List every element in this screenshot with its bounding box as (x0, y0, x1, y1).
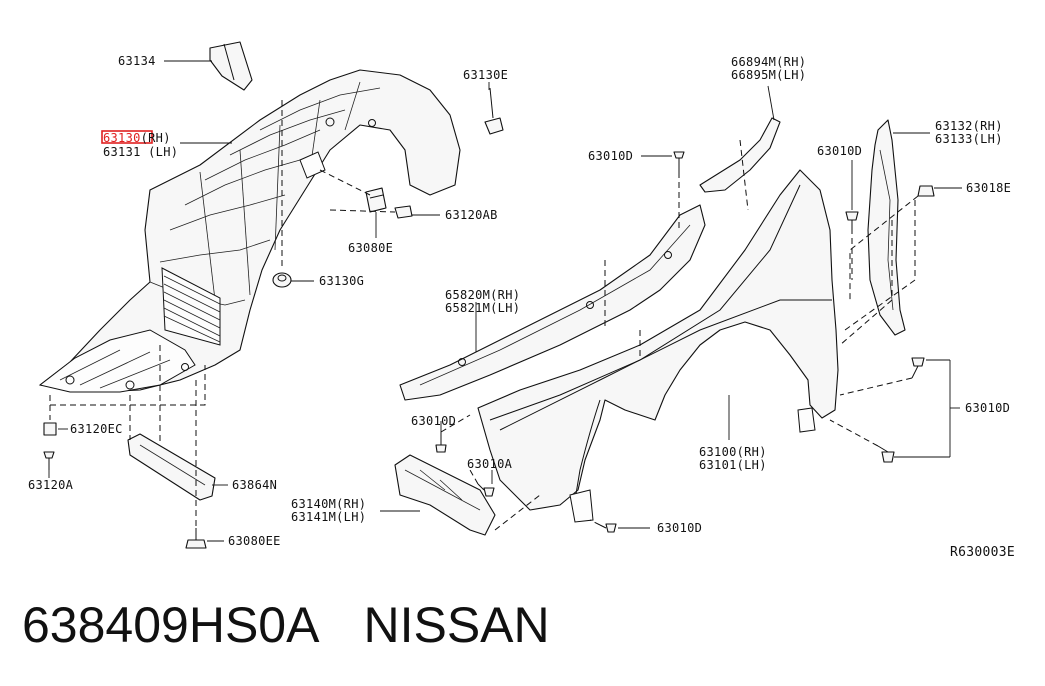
label-66895m[interactable]: 66895M(LH) (731, 68, 806, 82)
label-63130g[interactable]: 63130G (319, 274, 364, 288)
label-63080ee[interactable]: 63080EE (228, 534, 281, 548)
label-63120ab[interactable]: 63120AB (445, 208, 498, 222)
bolt-63010a-part[interactable] (477, 483, 495, 497)
label-63130-number: 63130 (103, 131, 141, 145)
label-63132[interactable]: 63132(RH) (935, 119, 1003, 133)
nut-63130g-part[interactable] (272, 272, 292, 288)
label-63010d-right-top[interactable]: 63010D (817, 144, 862, 158)
label-63010d-top[interactable]: 63010D (588, 149, 633, 163)
label-63133[interactable]: 63133(LH) (935, 132, 1003, 146)
label-63010d-right[interactable]: 63010D (965, 401, 1010, 415)
fender-protector-part[interactable] (38, 69, 461, 393)
label-63101[interactable]: 63101(LH) (699, 458, 767, 472)
label-63010a[interactable]: 63010A (467, 457, 513, 471)
label-63080e[interactable]: 63080E (348, 241, 393, 255)
part-labels: 63134 63130(RH) 63131 (LH) 63130E 63120A… (28, 54, 1015, 560)
front-fender-part[interactable] (477, 169, 839, 523)
label-63134[interactable]: 63134 (118, 54, 156, 68)
label-65820m[interactable]: 65820M(RH) (445, 288, 520, 302)
diagram-reference-code: R630003E (950, 545, 1015, 560)
clip-63120ab-part[interactable] (394, 205, 413, 219)
label-66894m[interactable]: 66894M(RH) (731, 55, 806, 69)
clip-63080e-part[interactable] (365, 187, 387, 213)
protector-guide-lines (49, 100, 396, 528)
bracket-65820m-part[interactable] (399, 204, 706, 401)
bolt-63010d-part[interactable] (435, 151, 925, 533)
label-63018e[interactable]: 63018E (966, 181, 1011, 195)
label-63141m[interactable]: 63141M(LH) (291, 510, 366, 524)
label-65821m[interactable]: 65821M(LH) (445, 301, 520, 315)
clip-63120a-part[interactable] (43, 451, 55, 470)
label-63010d-bottom[interactable]: 63010D (657, 521, 702, 535)
bracket-63140m-part[interactable] (394, 454, 496, 536)
highlight-box (101, 130, 153, 144)
label-63131-lh[interactable]: 63131 (LH) (103, 145, 178, 159)
seal-63864n-part[interactable] (127, 433, 216, 501)
clip-63130e-part[interactable] (484, 87, 504, 135)
label-63140m[interactable]: 63140M(RH) (291, 497, 366, 511)
fender-guide-lines (440, 139, 919, 531)
part-number: 638409HS0A (22, 597, 320, 653)
clip-63018e-part[interactable] (917, 185, 935, 197)
label-63120ec[interactable]: 63120EC (70, 422, 123, 436)
clip-63120ec-part[interactable] (43, 422, 57, 436)
label-63100[interactable]: 63100(RH) (699, 445, 767, 459)
fender-bracket-63132-part[interactable] (867, 119, 906, 336)
leader-lines (48, 60, 962, 542)
brand-name: NISSAN (363, 597, 550, 653)
seal-66894m-part[interactable] (699, 117, 781, 193)
label-63130-side: (RH) (141, 131, 171, 145)
label-63864n[interactable]: 63864N (232, 478, 277, 492)
part-caption: 638409HS0A NISSAN (22, 596, 550, 654)
label-63010d-mid[interactable]: 63010D (411, 414, 456, 428)
label-63130e[interactable]: 63130E (463, 68, 508, 82)
clip-63080ee-part[interactable] (185, 528, 207, 549)
bracket-63134-part[interactable] (209, 41, 253, 91)
label-63120a[interactable]: 63120A (28, 478, 74, 492)
label-63130-rh[interactable]: 63130(RH) (103, 131, 171, 145)
